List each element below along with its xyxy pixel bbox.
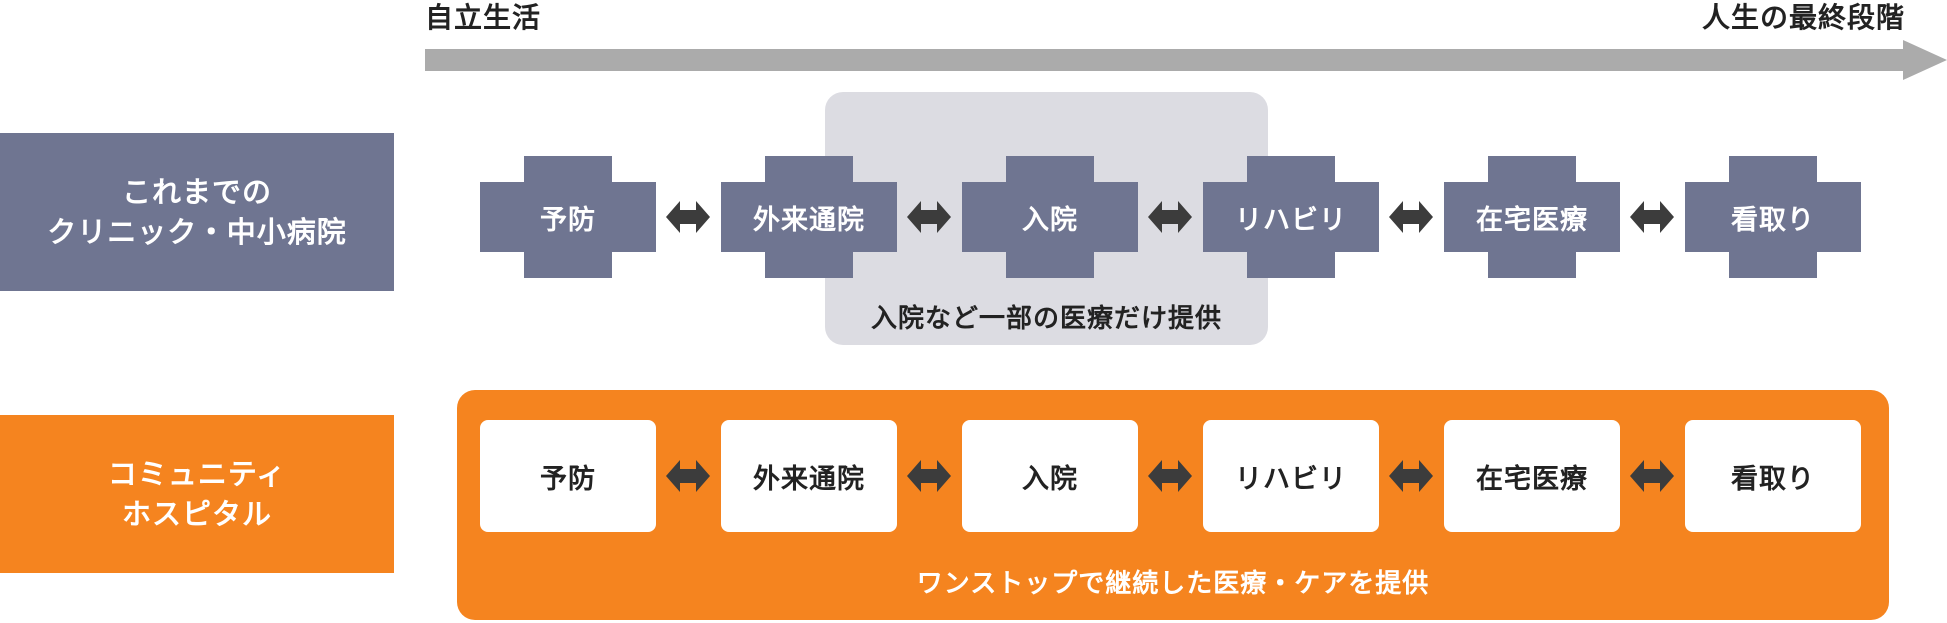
community-step-outpatient: 外来通院 [721, 420, 897, 532]
traditional-step-rehabilitation: リハビリ [1203, 156, 1379, 278]
traditional-step-inpatient: 入院 [962, 156, 1138, 278]
step-label: 予防 [540, 463, 596, 495]
traditional-step-outpatient: 外来通院 [721, 156, 897, 278]
community-caption: ワンストップで継続した医療・ケアを提供 [916, 569, 1430, 599]
double-arrow-icon [1389, 460, 1433, 492]
step-label: 予防 [540, 204, 596, 236]
step-label: 外来通院 [753, 204, 865, 236]
community-step-inpatient: 入院 [962, 420, 1138, 532]
double-arrow-icon [907, 460, 951, 492]
step-shape-bar [480, 182, 656, 252]
step-shape-bar [721, 182, 897, 252]
timeline-arrow-head [1903, 40, 1947, 80]
double-arrow-icon [666, 201, 710, 233]
community-step-rehabilitation: リハビリ [1203, 420, 1379, 532]
timeline-end-label: 人生の最終段階 [1701, 1, 1905, 34]
step-label: リハビリ [1235, 463, 1347, 495]
community-step-end-of-life: 看取り [1685, 420, 1861, 532]
row-label-line: コミュニティ [107, 457, 287, 491]
timeline-arrow [425, 40, 1947, 80]
double-arrow-icon [1148, 201, 1192, 233]
row-label-traditional: これまでの クリニック・中小病院 [0, 133, 394, 291]
step-label: 入院 [1022, 204, 1078, 236]
hospital-scope-caption: 入院など一部の医療だけ提供 [870, 304, 1222, 334]
double-arrow-icon [1630, 460, 1674, 492]
step-shape-bar [1685, 182, 1861, 252]
community-step-home-care: 在宅医療 [1444, 420, 1620, 532]
step-label: リハビリ [1235, 204, 1347, 236]
double-arrow-icon [1389, 201, 1433, 233]
timeline-start-label: 自立生活 [425, 1, 542, 34]
row-label-line: クリニック・中小病院 [47, 215, 347, 249]
step-label: 外来通院 [753, 463, 865, 495]
step-label: 在宅医療 [1476, 204, 1588, 236]
double-arrow-icon [1148, 460, 1192, 492]
step-shape-bar [1444, 182, 1620, 252]
row-label-line: これまでの [121, 175, 272, 209]
step-label: 入院 [1022, 463, 1078, 495]
double-arrow-icon [907, 201, 951, 233]
double-arrow-icon [1630, 201, 1674, 233]
traditional-step-home-care: 在宅医療 [1444, 156, 1620, 278]
traditional-step-prevention: 予防 [480, 156, 656, 278]
step-label: 看取り [1731, 463, 1815, 495]
community-panel [457, 390, 1889, 620]
step-shape-bar [962, 182, 1138, 252]
row-label-line: ホスピタル [121, 497, 272, 531]
timeline-arrow-shaft [425, 49, 1903, 71]
double-arrow-icon [666, 460, 710, 492]
traditional-step-end-of-life: 看取り [1685, 156, 1861, 278]
step-label: 看取り [1731, 204, 1815, 236]
community-step-prevention: 予防 [480, 420, 656, 532]
row-label-community: コミュニティ ホスピタル [0, 415, 394, 573]
step-shape-bar [1203, 182, 1379, 252]
step-label: 在宅医療 [1476, 463, 1588, 495]
